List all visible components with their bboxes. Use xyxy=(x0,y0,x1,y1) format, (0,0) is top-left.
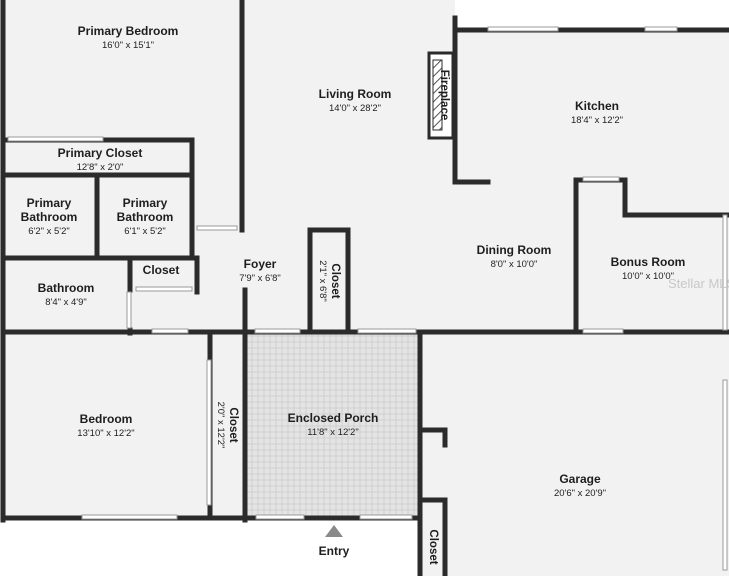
dining-room-name: Dining Room xyxy=(477,243,552,257)
bedroom-name: Bedroom xyxy=(80,412,133,426)
kitchen-dims: 18'4" x 12'2" xyxy=(571,115,623,126)
bonus-room-name: Bonus Room xyxy=(611,255,686,269)
bedroom-dims: 13'10" x 12'2" xyxy=(77,428,134,439)
primary-bathroom-1-name: Primary xyxy=(27,196,72,210)
primary-bathroom-2-name: Primary xyxy=(123,196,168,210)
kitchen-name: Kitchen xyxy=(575,99,619,113)
bedroom-closet-name: Closet xyxy=(227,407,239,442)
watermark: Stellar MLS xyxy=(668,276,729,291)
foyer-closet-dims: 2'1" x 6'8" xyxy=(317,260,328,302)
primary-bedroom-dims: 16'0" x 15'1" xyxy=(102,40,154,51)
primary-bathroom-1-dims: 6'2" x 5'2" xyxy=(28,226,70,237)
enclosed-porch-floor xyxy=(247,334,420,520)
foyer-name: Foyer xyxy=(244,257,277,271)
hall-closet-name: Closet xyxy=(143,263,180,277)
bedroom-closet-label: Closet 2'0" x 12'2" xyxy=(215,402,239,449)
bathroom-dims: 8'4" x 4'9" xyxy=(45,297,87,308)
bonus-room-dims: 10'0" x 10'0" xyxy=(622,271,674,282)
primary-bathroom-2-dims: 6'1" x 5'2" xyxy=(124,226,166,237)
exterior-bottom xyxy=(0,520,418,576)
primary-bathroom-2-name2: Bathroom xyxy=(117,210,174,224)
garage-closet-name: Closet xyxy=(427,529,439,564)
entry-label: Entry xyxy=(319,544,350,558)
living-room-name: Living Room xyxy=(319,87,392,101)
garage-dims: 20'6" x 20'9" xyxy=(554,488,606,499)
enclosed-porch-name: Enclosed Porch xyxy=(288,411,379,425)
foyer-dims: 7'9" x 6'8" xyxy=(239,273,281,284)
bathroom-name: Bathroom xyxy=(38,281,95,295)
entry-arrow-icon xyxy=(325,525,343,537)
fireplace: Fireplace xyxy=(427,51,455,140)
fireplace-label: Fireplace xyxy=(438,70,450,121)
windows xyxy=(7,26,728,571)
foyer-closet-label: Closet 2'1" x 6'8" xyxy=(317,260,341,302)
dining-room-dims: 8'0" x 10'0" xyxy=(491,259,538,270)
foyer-closet-name: Closet xyxy=(329,263,341,298)
bedroom-closet-dims: 2'0" x 12'2" xyxy=(215,402,226,449)
primary-bathroom-1-name2: Bathroom xyxy=(21,210,78,224)
garage-name: Garage xyxy=(559,472,601,486)
exterior-top-right xyxy=(455,0,729,30)
primary-bedroom-name: Primary Bedroom xyxy=(78,24,179,38)
living-room-dims: 14'0" x 28'2" xyxy=(329,103,381,114)
primary-closet-dims: 12'8" x 2'0" xyxy=(77,162,124,173)
primary-closet-name: Primary Closet xyxy=(58,146,143,160)
enclosed-porch-dims: 11'8" x 12'2" xyxy=(307,427,358,438)
